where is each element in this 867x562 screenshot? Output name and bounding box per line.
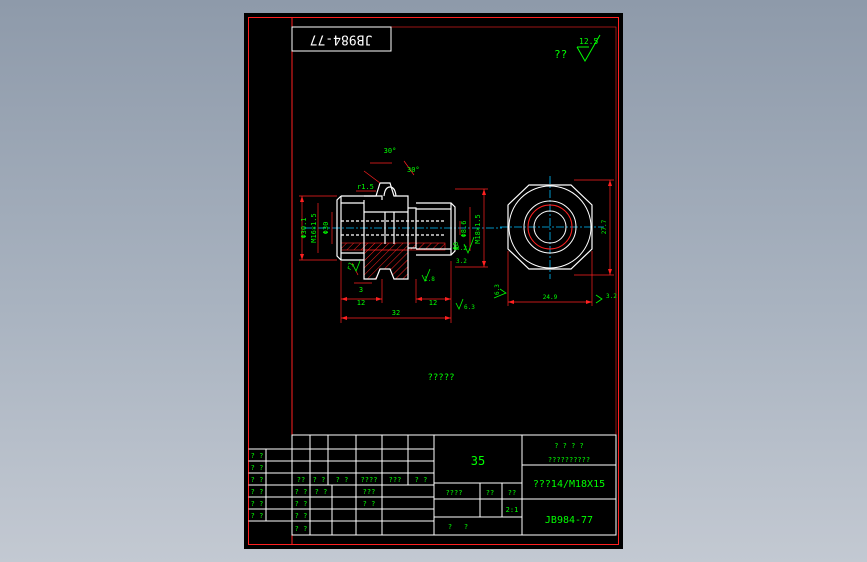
tb-scale-right: ?? xyxy=(508,489,516,497)
thread-root-circle xyxy=(527,204,573,250)
dim-r1: r1.5 xyxy=(357,183,374,191)
hex-chamfer-circle xyxy=(508,185,592,269)
front-arrowheads xyxy=(300,189,486,320)
front-outline xyxy=(336,182,456,280)
roughness-symbol: ?? 12.5 xyxy=(554,34,601,63)
dim-rough-2: 1.8 xyxy=(424,276,435,283)
dim-d1: Φ30.1 xyxy=(300,217,308,238)
tb-row-mark-6: ? ? xyxy=(415,476,428,484)
dim-rough-3: 3.2 xyxy=(456,245,467,252)
tb-row2-mark-4: ? ? xyxy=(295,500,308,508)
tb-left-label-1: ? ? xyxy=(251,452,264,460)
tb-scale-mid: ?? xyxy=(486,489,494,497)
front-dimension-lines xyxy=(299,160,488,323)
side-rough-left: 6.3 xyxy=(494,284,501,295)
side-view: 24.9 27.7 6.3 3.2 xyxy=(493,176,617,306)
dim-rough-4: 6.3 xyxy=(464,304,475,311)
thread-outer-circle xyxy=(523,200,577,254)
tb-row3-mark-2: ? ? xyxy=(295,512,308,520)
technical-note: ????? xyxy=(427,373,454,383)
tb-row-mark-4: ???? xyxy=(361,476,378,484)
dim-d2: M16×1.5 xyxy=(310,213,318,243)
tb-scale-value: 2:1 xyxy=(506,506,519,514)
bore-circle xyxy=(533,210,567,244)
side-dim-height: 27.7 xyxy=(601,219,608,234)
tb-row-mark-5: ??? xyxy=(389,476,402,484)
side-dimension-lines xyxy=(507,179,614,306)
dim-d3: Φ30 xyxy=(322,222,330,235)
front-roughness-marks xyxy=(352,236,475,310)
section-hatch-hex xyxy=(363,249,409,280)
front-view: Φ30.1 M16×1.5 Φ30 Φ8.6 M18×1.5 Φ6 30° 30… xyxy=(299,147,502,323)
tb-row3-mark-1: ? ? xyxy=(363,500,376,508)
tb-left-label-4: ? ? xyxy=(251,488,264,496)
drawing-sheet: JB984-77 ?? 12.5 xyxy=(244,13,623,549)
dim-d6: M18×1.5 xyxy=(474,214,482,244)
dim-r2: r1 xyxy=(345,261,356,272)
header-code: JB984-77 xyxy=(310,32,373,47)
cad-drawing: JB984-77 ?? 12.5 xyxy=(248,17,619,545)
side-rough-right: 3.2 xyxy=(606,293,617,300)
dim-len-3: 3 xyxy=(359,286,363,294)
tb-row2-mark-1: ? ? xyxy=(295,488,308,496)
roughness-value: 12.5 xyxy=(579,37,598,46)
roughness-prefix: ?? xyxy=(554,48,567,61)
tb-left-label-3: ? ? xyxy=(251,476,264,484)
side-dim-width: 24.9 xyxy=(543,294,558,301)
dim-len-12a: 12 xyxy=(357,299,365,307)
tb-scale-label: ???? xyxy=(446,489,463,497)
tb-drawing-no: JB984-77 xyxy=(545,515,593,526)
tb-left-label-6: ? ? xyxy=(251,512,264,520)
dim-chamfer-angle-2: 30° xyxy=(407,166,420,174)
tb-company-2: ?????????? xyxy=(548,456,590,464)
tb-row2-mark-2: ? ? xyxy=(315,488,328,496)
side-arrowheads xyxy=(508,180,612,304)
tb-part-name: ???14/M18X15 xyxy=(533,479,605,490)
header-code-box xyxy=(291,26,392,52)
tb-left-label-2: ? ? xyxy=(251,464,264,472)
tb-left-label-5: ? ? xyxy=(251,500,264,508)
tb-company: ? ? ? ? xyxy=(554,442,584,450)
tb-row2-mark-3: ??? xyxy=(363,488,376,496)
tb-material: 35 xyxy=(471,454,485,468)
tb-row-mark-2: ? ? xyxy=(313,476,326,484)
tb-sheet-label-2: ? xyxy=(464,523,468,531)
dim-rough-5: 3.2 xyxy=(456,258,467,265)
dim-d5: Φ8.6 xyxy=(460,221,468,238)
tb-row-mark-3: ? ? xyxy=(336,476,349,484)
outer-frame xyxy=(248,17,619,545)
title-block: ? ? ? ? ? ? ? ? ? ? ? ? ?? ? ? ? ? ???? … xyxy=(248,434,617,536)
dim-len-32: 32 xyxy=(392,309,400,317)
tb-row3-mark-3: ? ? xyxy=(295,525,308,533)
side-roughness-marks xyxy=(493,288,603,304)
tb-sheet-label-1: ? xyxy=(448,523,452,531)
tb-row-mark-1: ?? xyxy=(297,476,305,484)
dim-len-12b: 12 xyxy=(429,299,437,307)
dim-chamfer-angle: 30° xyxy=(384,147,397,155)
hex-outline xyxy=(507,184,593,270)
dim-d4: Φ6 xyxy=(452,242,460,250)
